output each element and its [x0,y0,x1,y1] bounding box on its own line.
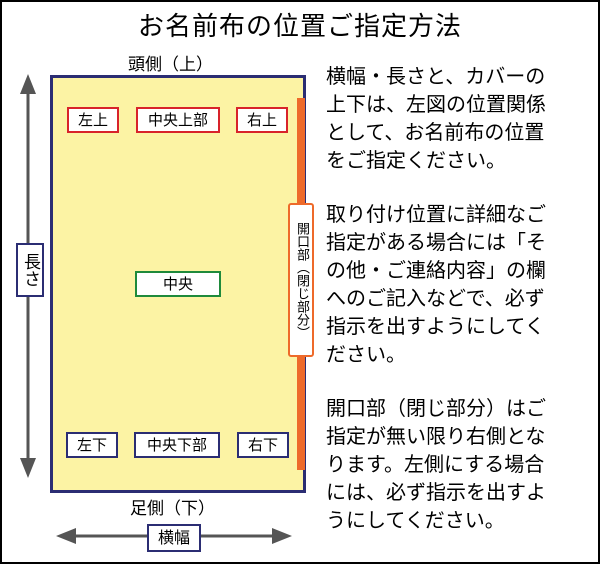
page-title: お名前布の位置ご指定方法 [137,12,462,42]
foot-side-label: 足側（下） [130,499,215,519]
instruction-paragraph-1: 横幅・長さと、カバーの 上下は、左図の位置関係 として、お名前布の位置 をご指定… [326,64,546,172]
position-bottom-left: 左下 [66,432,118,458]
position-center: 中央 [135,271,221,297]
position-top-left: 左上 [67,107,119,133]
position-top-right: 右上 [236,107,288,133]
position-bottom-center: 中央下部 [134,432,220,458]
cover-diagram [50,75,306,493]
length-label: 長さ [16,243,44,297]
position-top-center: 中央上部 [136,107,220,133]
head-side-label: 頭側（上） [128,55,213,75]
instruction-paragraph-3: 開口部（閉じ部分）はご 指定が無い限り右側とな ります。左側にする場合 には、必… [326,396,546,532]
position-bottom-right: 右下 [237,432,289,458]
instruction-paragraph-2: 取り付け位置に詳細なご 指定がある場合には「そ の他・ご連絡内容」の欄 へのご記… [326,202,546,366]
opening-label: 開口部（閉じ部分） [288,203,314,357]
width-label: 横幅 [147,524,201,552]
